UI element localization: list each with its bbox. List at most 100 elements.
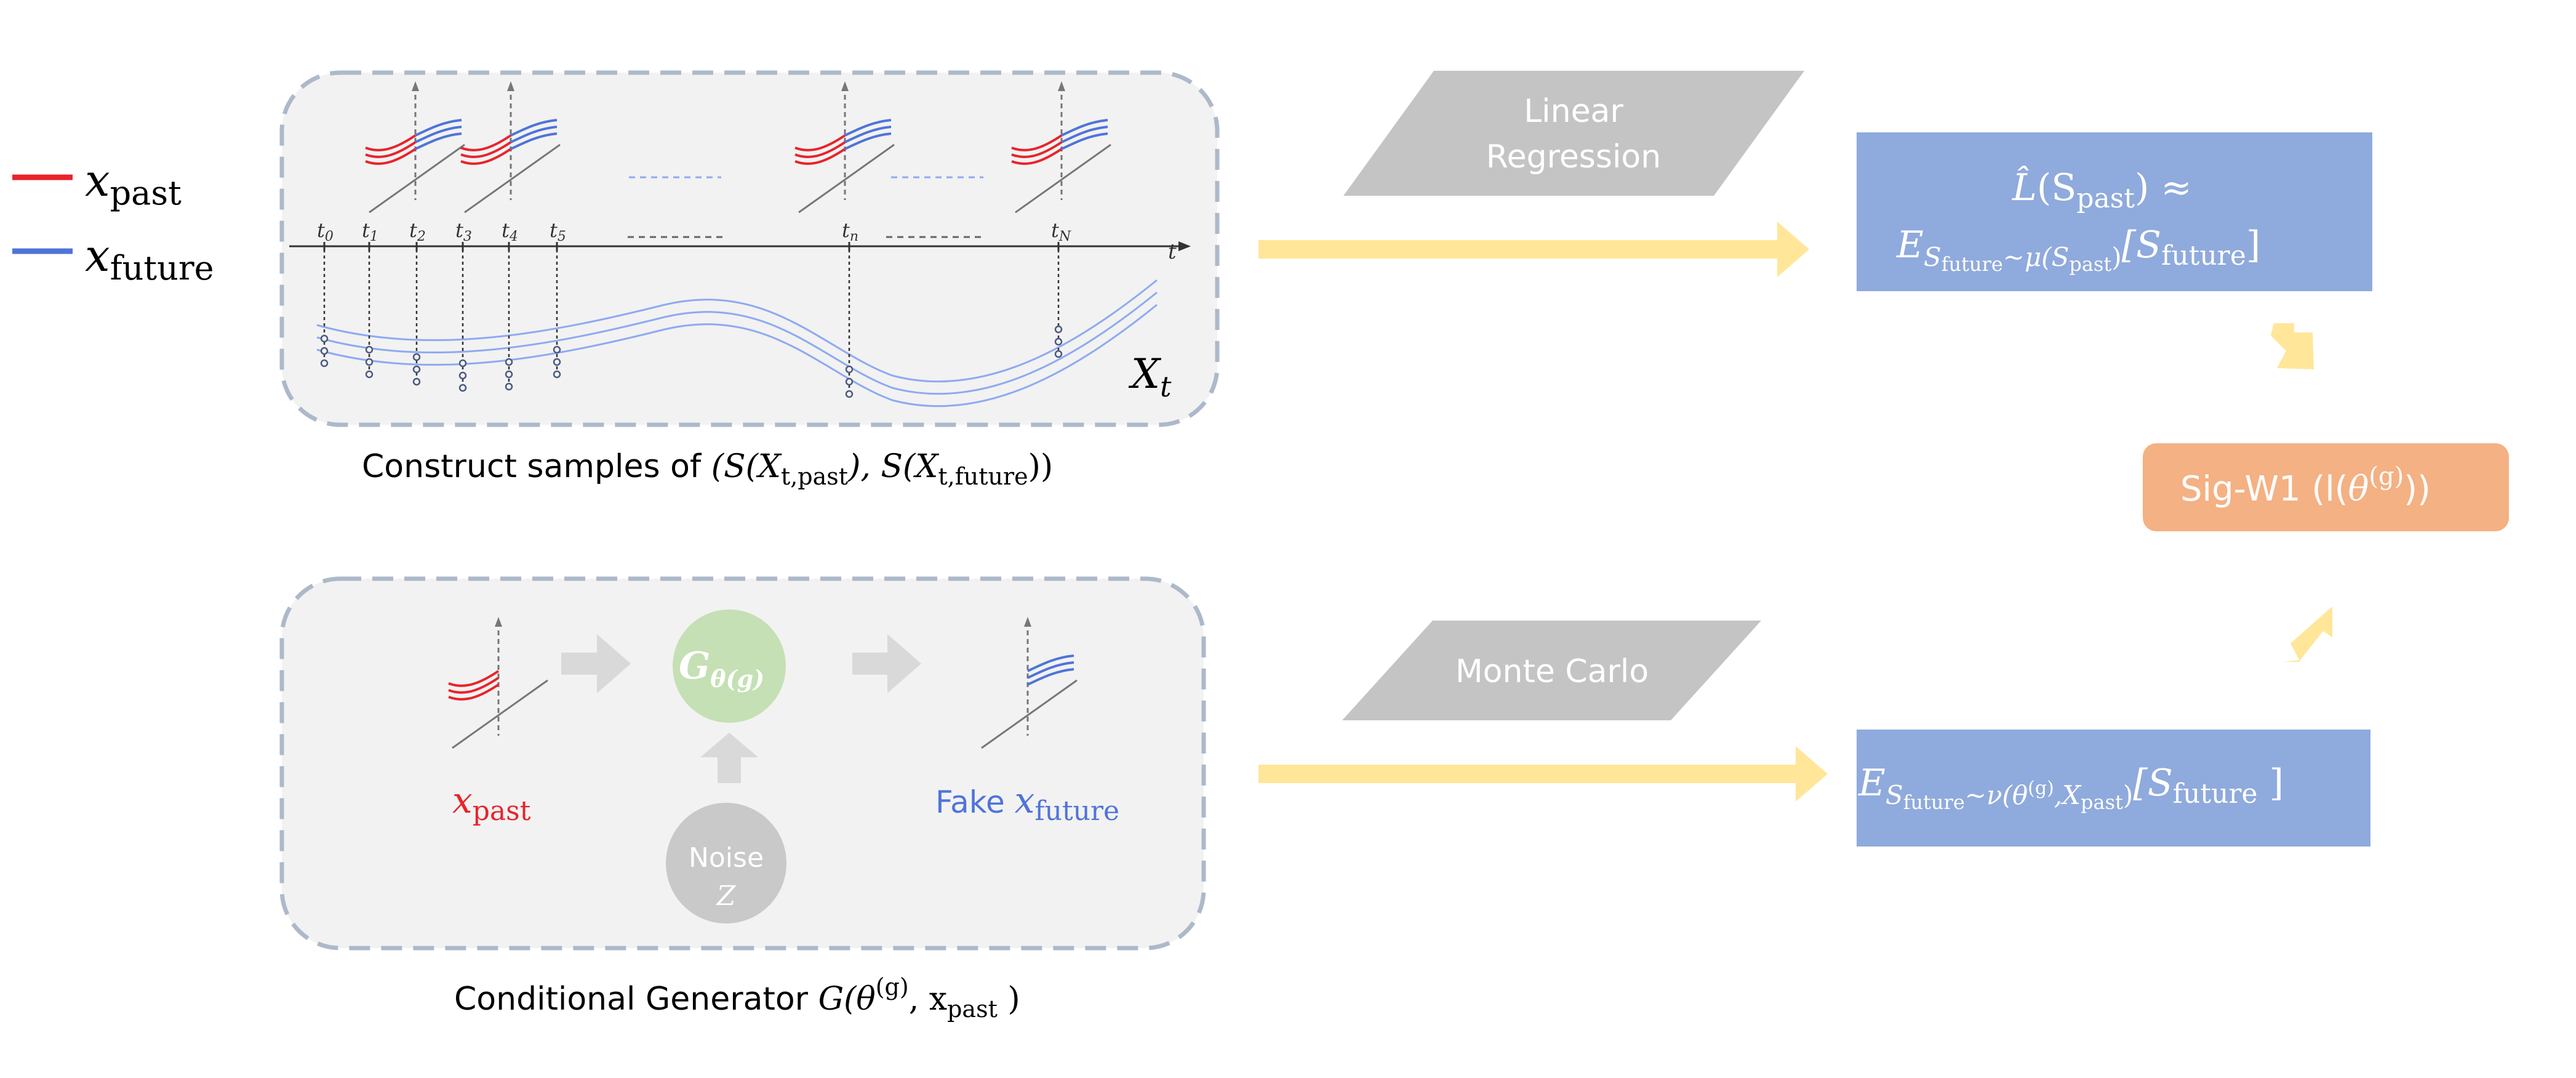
glyph-diagonal-axis: [464, 143, 561, 214]
glyph-past-curve: [794, 141, 846, 158]
sample-marker: [845, 365, 854, 374]
noise-label: Noise: [689, 842, 764, 874]
time-tick-label: tN: [1051, 219, 1071, 244]
generator-panel-box: [279, 576, 1206, 951]
glyph-past-curve: [460, 148, 512, 165]
time-tick-label: t2: [409, 219, 426, 244]
sample-marker: [505, 382, 513, 391]
sample-marker: [458, 384, 467, 392]
time-tick-label: t5: [550, 219, 566, 244]
glyph-past-curve: [1011, 141, 1063, 158]
glyph-axis-arrowhead: [412, 81, 419, 91]
glyph-future-curve: [415, 119, 462, 137]
generator-expectation-label: ESfuture~ν(θ(g),Xpast)[Sfuture ]: [1858, 762, 2284, 814]
time-tick-label: t1: [362, 219, 378, 244]
noise-var: Z: [716, 880, 737, 912]
time-tick-label: t0: [317, 219, 334, 244]
glyph-future-curve: [510, 126, 558, 143]
sample-marker: [412, 377, 421, 386]
sample-marker: [458, 371, 467, 380]
generator-expectation-rect: [1857, 730, 2370, 847]
glyph-past-curve: [365, 148, 417, 165]
time-tick-label: t4: [502, 219, 518, 244]
glyph-future-curve: [844, 132, 892, 150]
path-glyph-4: [1011, 81, 1111, 214]
expectation-to-loss-arrow: [2271, 323, 2314, 369]
glyph-diagonal-axis: [981, 679, 1078, 749]
sample-marker: [412, 353, 421, 361]
sample-marker: [458, 359, 467, 368]
glyph-diagonal-axis: [369, 143, 465, 214]
glyph-axis-arrowhead: [841, 81, 849, 91]
glyph-future-curve: [1061, 132, 1108, 150]
generator-node: [673, 609, 786, 723]
sample-marker: [365, 370, 374, 379]
legend-past-label: xpast: [85, 155, 182, 212]
glyph-future-curve: [844, 119, 892, 137]
sample-marker: [505, 370, 513, 379]
loss-label: Sig-W1 (l(θ(g))): [2180, 462, 2431, 509]
glyph-past-curve: [365, 141, 417, 158]
sample-marker: [505, 358, 513, 366]
glyph-past-curve: [794, 148, 846, 165]
glyph-future-curve: [1061, 126, 1108, 143]
glyph-future-curve: [1027, 661, 1074, 679]
sampling-caption: Construct samples of (S(Xt,past), S(Xt,f…: [362, 448, 1053, 490]
glyph-past-curve: [460, 134, 512, 151]
glyph-future-curve: [415, 132, 462, 150]
sample-marker: [1054, 337, 1063, 346]
regression-arrow: [1258, 222, 1809, 277]
sample-marker: [553, 345, 561, 354]
process-curve-lower: [316, 304, 1158, 408]
process-curve-upper: [316, 279, 1158, 383]
output-glyph: [981, 617, 1078, 749]
conditional-expectation-line2: ESfuture~μ(Spast)[Sfuture]: [1896, 223, 2260, 276]
linear-regression-shape: [1343, 71, 1804, 196]
generator-label: Gθ(g): [679, 645, 764, 693]
glyph-past-curve: [794, 134, 846, 151]
glyph-past-curve: [448, 670, 500, 687]
glyph-axis-arrowhead: [507, 81, 514, 91]
sample-marker: [1054, 325, 1063, 334]
glyph-past-curve: [460, 141, 512, 158]
monte-carlo-label: Monte Carlo: [1455, 653, 1649, 690]
linear-regression-label-2: Regression: [1486, 139, 1661, 175]
input-glyph: [448, 617, 548, 749]
path-glyph-1: [365, 81, 465, 214]
glyph-future-curve: [510, 119, 558, 137]
glyph-future-curve: [510, 132, 558, 150]
process-curves: [316, 279, 1158, 408]
glyph-future-curve: [1061, 119, 1108, 137]
loss-box: Sig-W1 (l(θ(g))): [2143, 443, 2509, 531]
conditional-expectation-line1: L̂(Spast) ≈: [2012, 166, 2192, 214]
glyph-past-curve: [365, 134, 417, 151]
glyph-past-curve: [1011, 148, 1063, 165]
sample-marker: [553, 358, 561, 366]
time-tick-label: tn: [842, 219, 858, 244]
input-past-label: xpast: [452, 779, 531, 827]
sample-marker: [553, 370, 561, 379]
glyph-diagonal-axis: [798, 143, 895, 214]
path-glyph-3: [794, 81, 895, 214]
glyph-future-curve: [1027, 654, 1074, 672]
path-glyphs: [365, 81, 1111, 214]
input-past-glyph: [448, 617, 548, 749]
linear-regression-step: Linear Regression: [1343, 71, 1804, 196]
output-future-glyph: [981, 617, 1078, 749]
time-axis-label: t: [1168, 239, 1177, 264]
sample-marker: [320, 347, 329, 355]
time-axis-arrowhead: [1178, 241, 1191, 251]
glyph-future-curve: [844, 126, 892, 143]
sample-marker: [365, 345, 374, 354]
monte-carlo-arrow: [1258, 746, 1828, 802]
conditional-expectation-box: L̂(Spast) ≈ ESfuture~μ(Spast)[Sfuture]: [1857, 132, 2372, 291]
sample-marker: [365, 358, 374, 366]
monte-carlo-step: Monte Carlo: [1342, 621, 1761, 720]
generator-expectation-to-loss-arrow: [2283, 606, 2332, 662]
glyph-axis-arrowhead: [495, 617, 502, 627]
glyph-past-curve: [1011, 134, 1063, 151]
generator-to-output-arrow: [852, 634, 921, 693]
monte-carlo-shape: [1342, 621, 1761, 720]
